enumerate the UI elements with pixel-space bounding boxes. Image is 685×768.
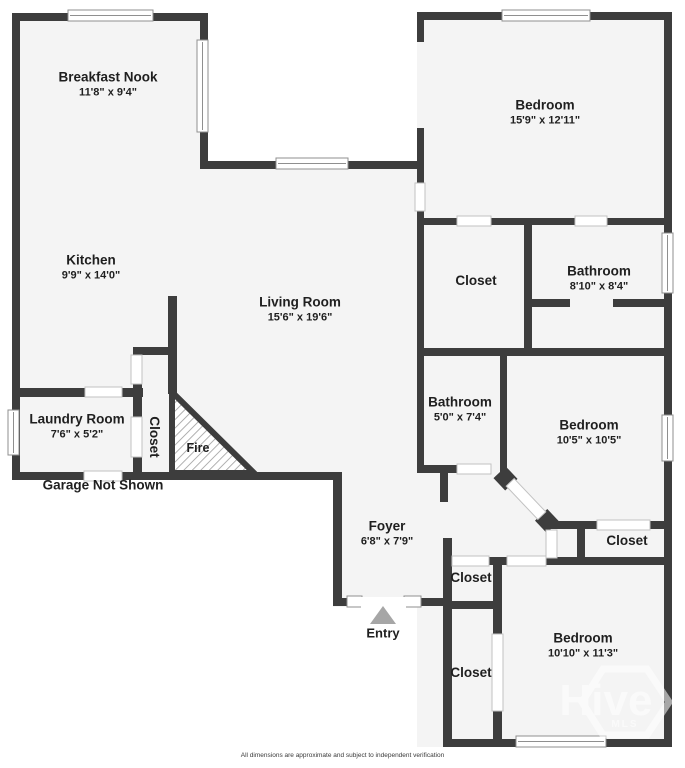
room-label-breakfast-nook: Breakfast Nook 11'8" x 9'4" <box>58 69 157 98</box>
room-name: Bedroom <box>515 97 575 113</box>
room-name: Breakfast Nook <box>58 69 158 85</box>
room-label-bedroom-ne: Bedroom 15'9" x 12'11" <box>510 97 580 126</box>
room-name: Closet <box>606 533 648 549</box>
room-dims: 10'5" x 10'5" <box>556 433 622 446</box>
windows <box>7 9 674 748</box>
room-label-laundry-room: Laundry Room 7'6" x 5'2" <box>29 411 124 440</box>
room-dims: 8'10" x 8'4" <box>569 279 629 292</box>
room-label-closet-mid: Closet <box>455 273 496 289</box>
fireplace-hatch <box>169 384 262 476</box>
garage-note: Garage Not Shown <box>42 477 164 493</box>
room-name: Laundry Room <box>29 411 125 427</box>
room-name: Bedroom <box>553 630 613 646</box>
room-dims: 6'8" x 7'9" <box>360 534 414 547</box>
room-name: Kitchen <box>66 252 116 268</box>
room-dims: 9'9" x 14'0" <box>61 268 121 281</box>
room-dims: 7'6" x 5'2" <box>50 427 104 440</box>
room-name: Living Room <box>259 294 341 310</box>
entry-arrow-icon <box>370 606 396 624</box>
room-label-closet-bedroom-e: Closet <box>606 533 647 549</box>
entry-label: Entry <box>366 625 400 641</box>
room-name: Bathroom <box>567 263 631 279</box>
room-label-living-room: Living Room 15'6" x 19'6" <box>259 294 341 323</box>
room-label-closet-hall-lower: Closet <box>450 665 491 681</box>
room-label-kitchen: Kitchen 9'9" x 14'0" <box>62 252 120 281</box>
room-dims: 10'10" x 11'3" <box>547 646 619 659</box>
disclaimer-text: All dimensions are approximate and subje… <box>240 752 445 759</box>
room-label-bedroom-se: Bedroom 10'10" x 11'3" <box>548 630 618 659</box>
room-label-bathroom-1: Bathroom 8'10" x 8'4" <box>567 263 631 292</box>
room-name: Fire <box>186 440 210 455</box>
room-name: Bathroom <box>428 394 492 410</box>
room-name: Closet <box>450 665 492 681</box>
room-name: Closet <box>455 273 497 289</box>
room-name: Closet <box>450 570 492 586</box>
room-label-fireplace: Fire <box>187 441 210 455</box>
room-label-closet-hall-upper: Closet <box>450 570 491 586</box>
room-label-foyer: Foyer 6'8" x 7'9" <box>361 518 413 547</box>
room-dims: 5'0" x 7'4" <box>433 410 487 423</box>
room-name: Foyer <box>368 518 406 534</box>
room-label-bedroom-e: Bedroom 10'5" x 10'5" <box>557 417 622 446</box>
room-dims: 15'9" x 12'11" <box>509 113 581 126</box>
room-dims: 11'8" x 9'4" <box>79 85 137 98</box>
room-label-closet-laundry: Closet <box>146 416 162 457</box>
floor-area <box>12 12 672 747</box>
room-name: Bedroom <box>559 417 619 433</box>
room-name: Closet <box>146 416 162 458</box>
doors <box>83 182 651 712</box>
room-label-bathroom-2: Bathroom 5'0" x 7'4" <box>428 394 492 423</box>
room-dims: 15'6" x 19'6" <box>267 310 333 323</box>
